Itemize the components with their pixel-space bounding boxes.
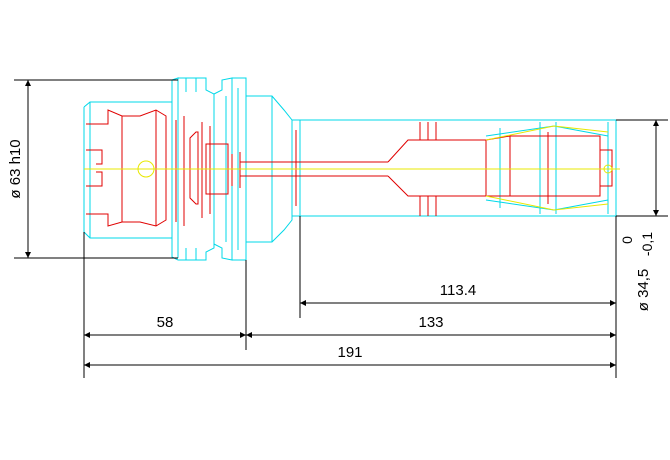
tip-hole [603, 164, 613, 174]
dim-tip-diameter: ø 34,5 [635, 269, 652, 312]
neck-outline [246, 95, 293, 243]
dim-tol-upper: 0 [619, 236, 635, 244]
dim-58: 58 [157, 314, 174, 331]
center-hole [137, 160, 155, 178]
clamp-screw [205, 143, 229, 195]
dim-133: 133 [418, 314, 443, 331]
drive-slot [86, 109, 167, 227]
collet-taper [485, 125, 609, 211]
holder-outline [83, 77, 617, 261]
bore-lines [86, 109, 613, 227]
dimensions [14, 79, 668, 378]
body-outline [292, 119, 617, 217]
collet-outline [485, 125, 609, 211]
dim-191: 191 [337, 344, 362, 361]
cutter-head [387, 139, 487, 197]
coolant-tube [240, 161, 388, 177]
dim-tol-lower: -0,1 [639, 232, 655, 256]
dim-flange-diameter: ø 63 h10 [7, 139, 24, 198]
dim-113-4: 113.4 [440, 282, 476, 299]
